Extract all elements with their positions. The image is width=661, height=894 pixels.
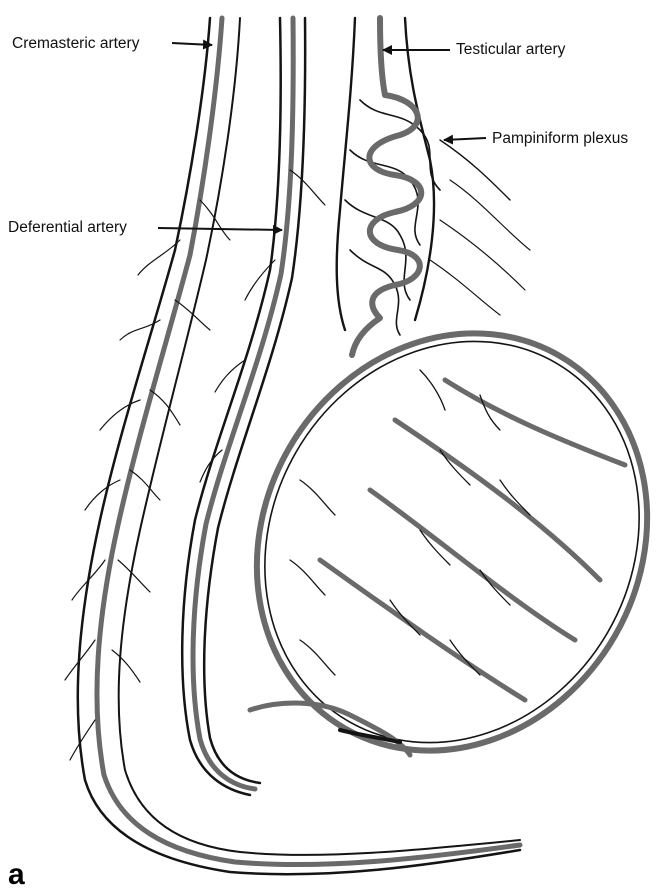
vas-deferens-and-deferential-artery: [182, 18, 325, 795]
cremasteric-artery-label: Cremasteric artery: [12, 35, 140, 52]
deferential-artery-label: Deferential artery: [8, 219, 127, 236]
cremasteric-artery-pointer: [172, 43, 212, 45]
label-deferential-artery: Deferential artery: [8, 219, 282, 236]
pampiniform-plexus-label: Pampiniform plexus: [492, 130, 628, 147]
label-pampiniform-plexus: Pampiniform plexus: [444, 130, 628, 147]
panel-letter: a: [8, 858, 25, 891]
testis: [182, 262, 661, 822]
label-cremasteric-artery: Cremasteric artery: [12, 35, 212, 52]
testicular-artery-label: Testicular artery: [456, 41, 566, 58]
pampiniform-plexus-pointer: [444, 138, 486, 140]
label-testicular-artery: Testicular artery: [383, 41, 566, 58]
deferential-artery-pointer: [158, 228, 282, 230]
pampiniform-plexus: [337, 18, 530, 335]
